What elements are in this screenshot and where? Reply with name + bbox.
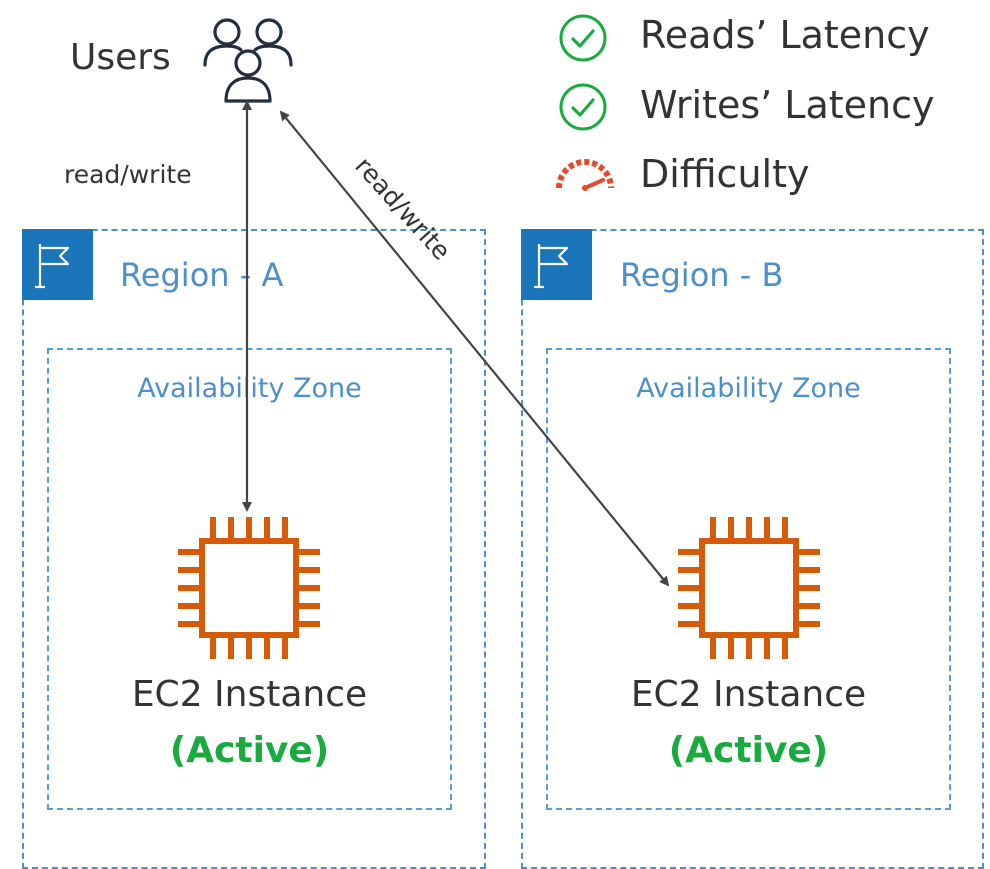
arrow-users-to-region-b [279,110,670,587]
region-a-ec2-status: (Active) [169,730,330,771]
region-a-ec2-label: EC2 Instance [131,674,368,715]
region-b-ec2-label: EC2 Instance [630,674,867,715]
region-a-title: Region - A [120,256,284,294]
region-a-flag-tile [22,229,93,300]
legend-writes-latency: Writes’ Latency [640,83,935,127]
flag-icon [35,244,70,289]
edge-label-region-a: read/write [64,160,192,189]
region-b-ec2-status: (Active) [668,730,829,771]
users-icon [203,18,293,103]
users-label: Users [70,37,171,78]
legend-reads-latency: Reads’ Latency [640,13,930,57]
region-b-az-title: Availability Zone [636,373,861,404]
check-circle-icon [559,14,607,62]
ec2-instance-icon [178,517,320,659]
ec2-instance-icon [678,517,820,659]
